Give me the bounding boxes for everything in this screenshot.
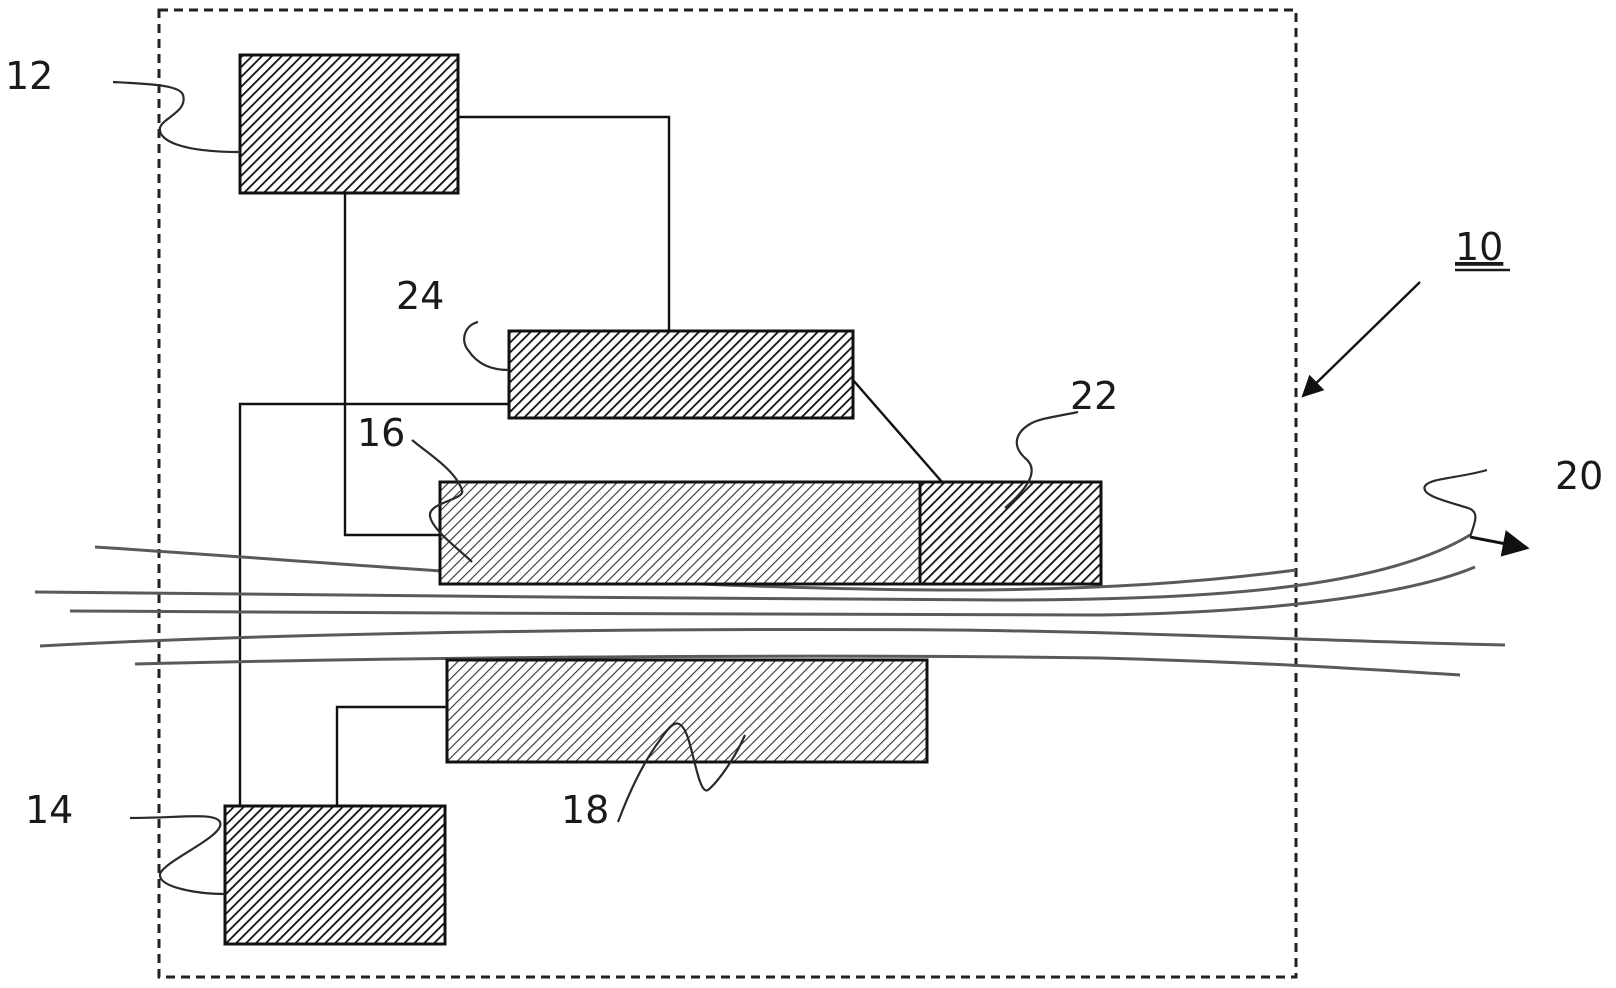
label-10: 10 — [1455, 225, 1503, 269]
leader-12 — [113, 82, 240, 152]
wire-12-to-24 — [458, 117, 669, 331]
leader-24 — [464, 322, 509, 370]
label-18: 18 — [561, 788, 609, 832]
label-14: 14 — [25, 788, 73, 832]
wire-24-to-22 — [853, 380, 942, 482]
leader-20 — [1424, 470, 1487, 537]
block-24 — [509, 331, 853, 418]
label-16: 16 — [357, 411, 405, 455]
flow-arrow — [1470, 537, 1527, 548]
lower-plate-18 — [447, 660, 927, 762]
label-20: 20 — [1555, 454, 1603, 498]
block-14 — [225, 806, 445, 944]
label-24: 24 — [396, 274, 444, 318]
wire-12-to-16 — [345, 193, 440, 535]
label-22: 22 — [1070, 374, 1118, 418]
wire-14-to-18 — [337, 707, 447, 806]
leader-10-arrow — [1303, 282, 1420, 396]
upper-plate-end-segment-22 — [920, 482, 1101, 584]
upper-plate-16 — [440, 482, 920, 584]
leader-14 — [130, 816, 225, 894]
label-12: 12 — [5, 54, 53, 98]
block-12 — [240, 55, 458, 193]
